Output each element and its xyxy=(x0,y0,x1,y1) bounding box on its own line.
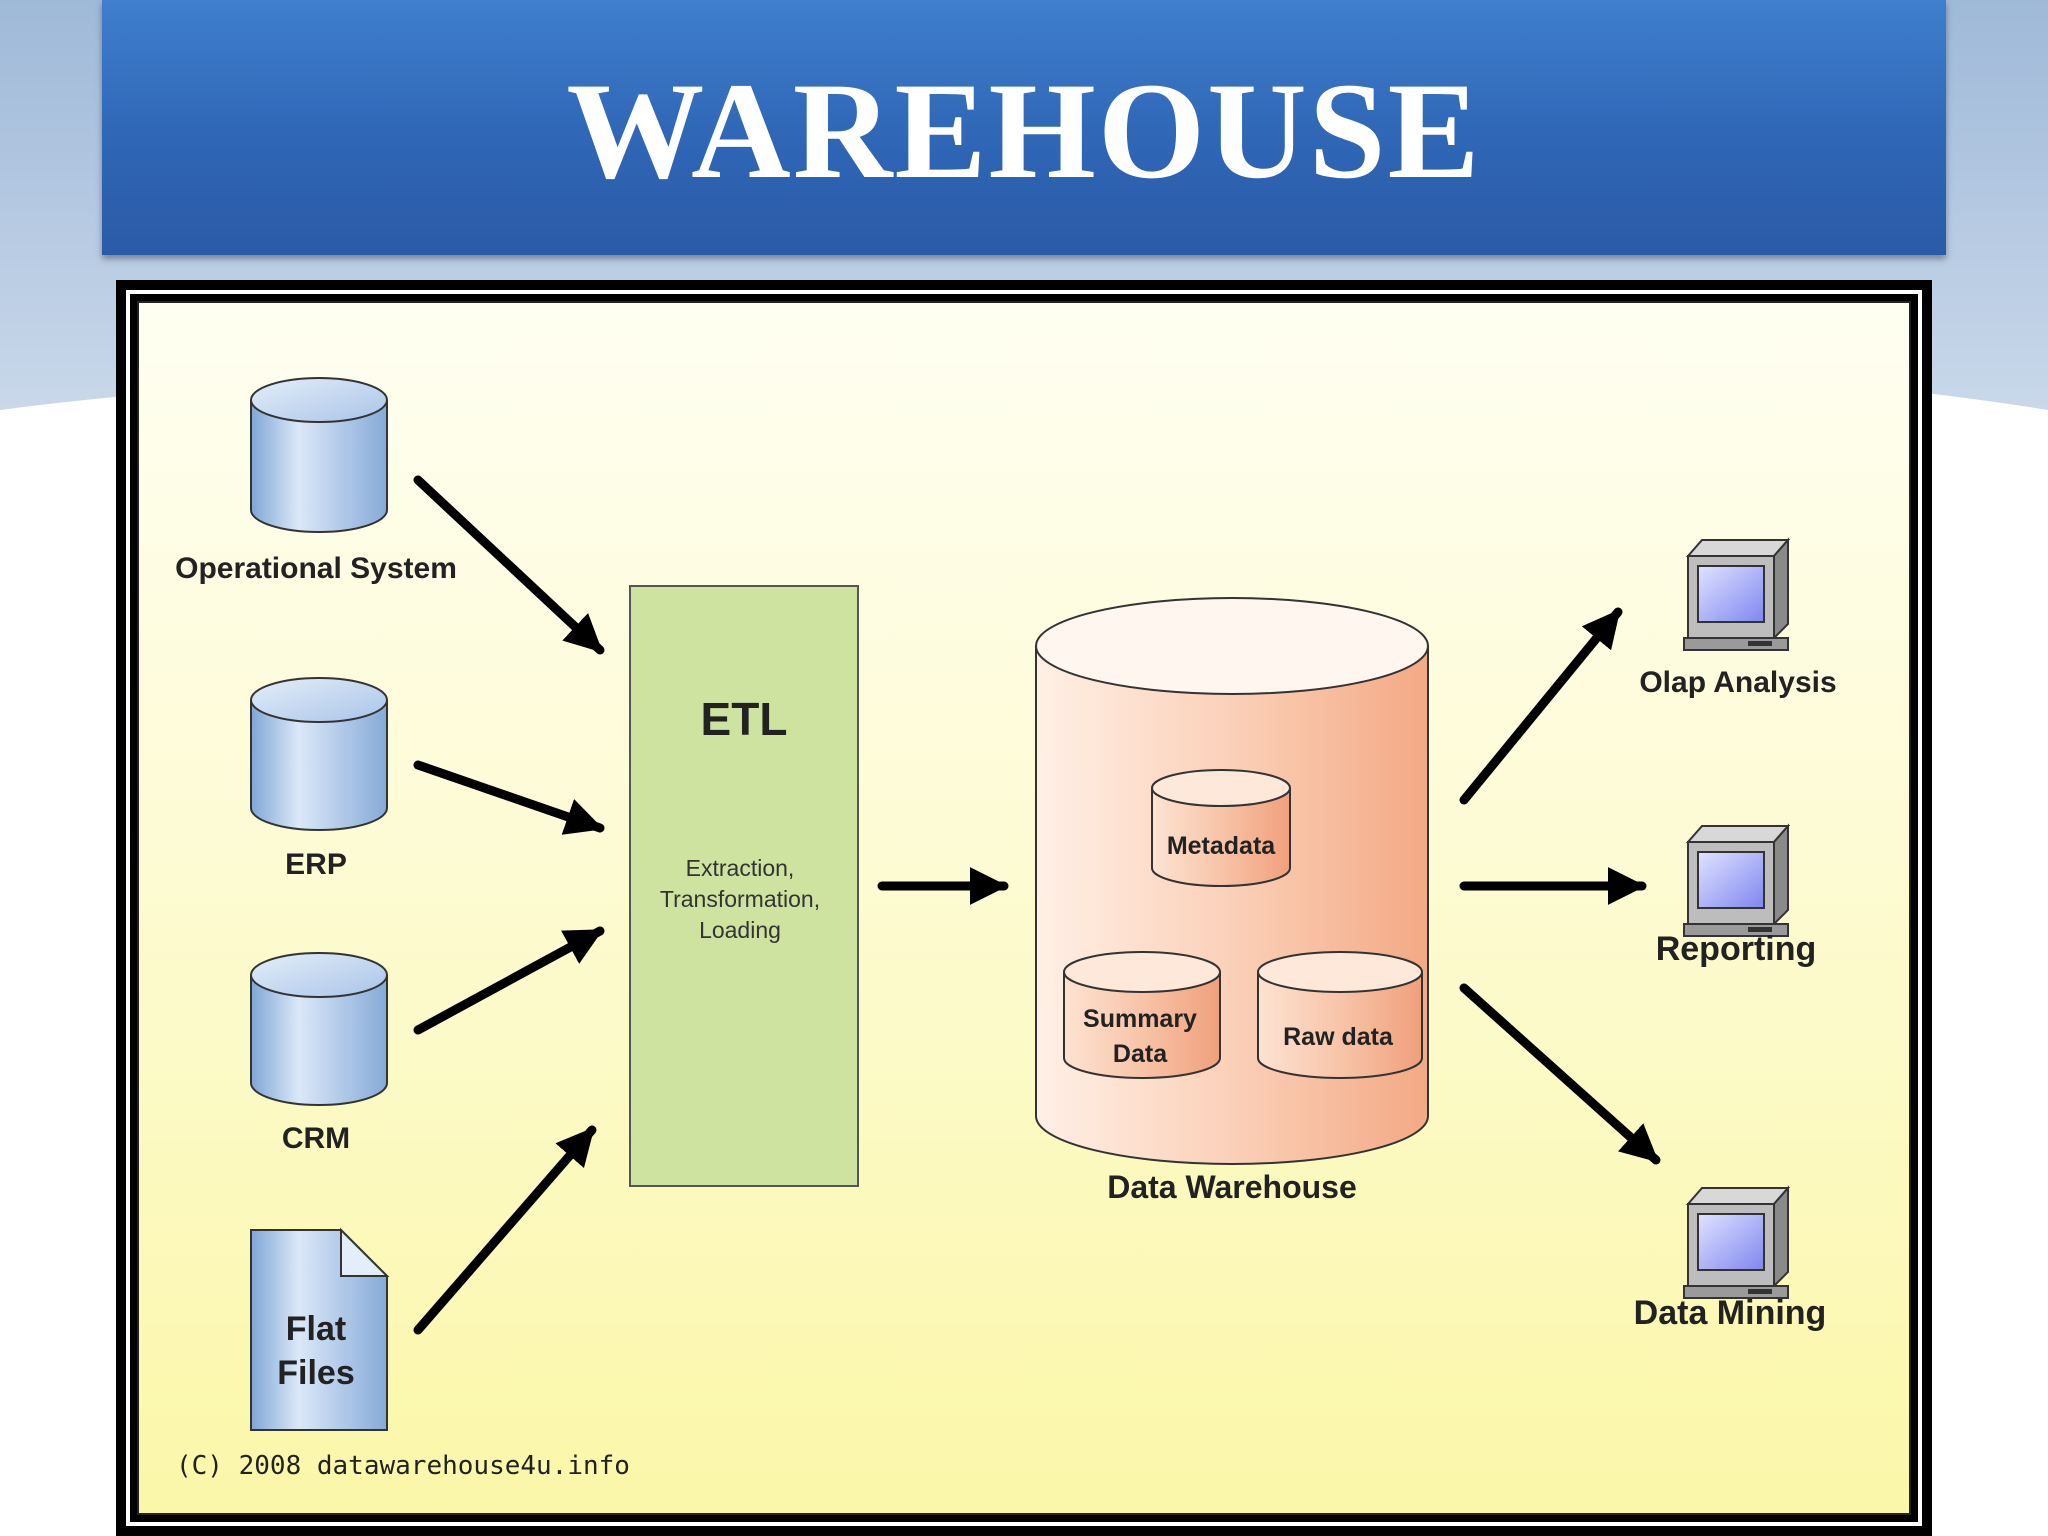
title-banner: WAREHOUSE xyxy=(102,0,1946,255)
reporting-computer-icon xyxy=(1683,823,1791,937)
data-warehouse-label: Data Warehouse xyxy=(1107,1169,1357,1205)
olap-analysis-label: Olap Analysis xyxy=(1639,666,1836,699)
arrow-erp-to-etl xyxy=(413,760,605,835)
etl-desc-line2: Transformation, xyxy=(660,886,820,912)
olap-computer-icon xyxy=(1683,537,1791,651)
metadata-label: Metadata xyxy=(1167,832,1276,860)
raw-data-label: Raw data xyxy=(1283,1023,1394,1051)
copyright-credit: (C) 2008 datawarehouse4u.info xyxy=(176,1451,630,1481)
crm-label: CRM xyxy=(282,1122,350,1155)
data-mining-computer-icon xyxy=(1683,1185,1791,1299)
flat-files-label-line1: Flat xyxy=(286,1310,346,1348)
summary-data-label-line2: Data xyxy=(1113,1040,1168,1068)
flat-files-label-line2: Files xyxy=(277,1354,354,1392)
erp-database-icon xyxy=(250,677,388,831)
raw-data-database-icon xyxy=(1257,951,1423,1079)
arrow-crm-to-etl xyxy=(413,926,605,1035)
etl-title: ETL xyxy=(701,693,788,745)
arrow-flatfiles-to-etl xyxy=(413,1125,597,1335)
flat-files-document-icon xyxy=(250,1227,390,1431)
etl-desc-line3: Loading xyxy=(699,917,781,943)
reporting-label: Reporting xyxy=(1656,930,1817,968)
arrow-warehouse-to-mining xyxy=(1459,983,1661,1165)
crm-database-icon xyxy=(250,952,388,1106)
slide-title: WAREHOUSE xyxy=(566,53,1482,207)
summary-data-label-line1: Summary xyxy=(1083,1005,1197,1033)
warehouse-diagram: Operational System ERP CRM Flat Files ET… xyxy=(124,288,1924,1528)
etl-desc-line1: Extraction, xyxy=(686,855,795,881)
operational-system-label: Operational System xyxy=(175,552,457,585)
metadata-database-icon xyxy=(1151,769,1291,887)
arrow-operational-to-etl xyxy=(413,475,605,655)
diagram-frame: Operational System ERP CRM Flat Files ET… xyxy=(116,280,1932,1536)
operational-system-database-icon xyxy=(250,377,388,533)
data-mining-label: Data Mining xyxy=(1634,1294,1827,1332)
arrow-warehouse-to-olap xyxy=(1459,607,1623,805)
summary-data-database-icon xyxy=(1063,951,1221,1079)
erp-label: ERP xyxy=(285,848,347,881)
etl-box xyxy=(629,585,859,1187)
